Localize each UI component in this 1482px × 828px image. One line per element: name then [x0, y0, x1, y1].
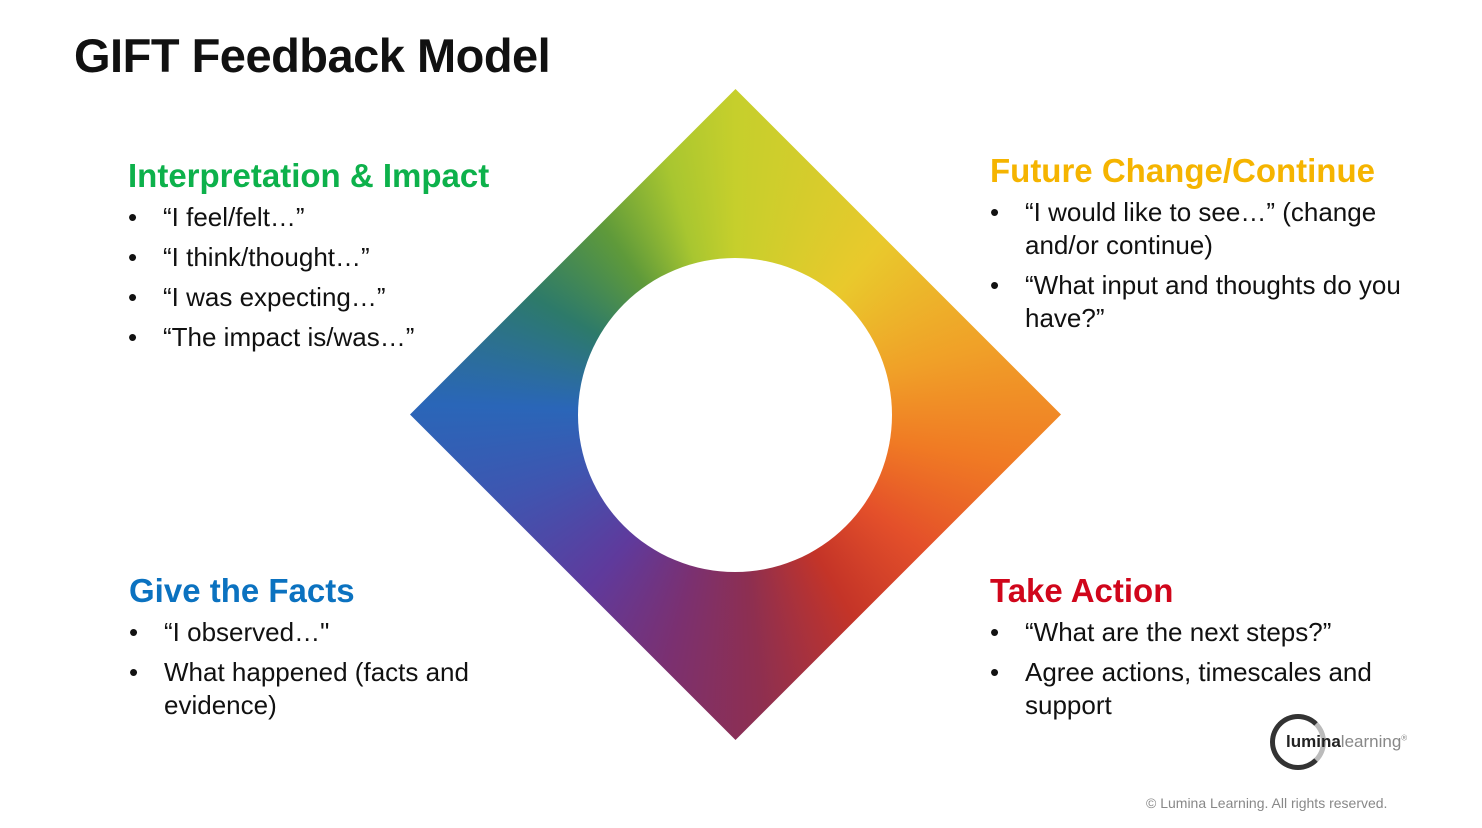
- list-item: What happened (facts and evidence): [129, 656, 509, 722]
- list-item: Agree actions, timescales and support: [990, 656, 1410, 722]
- diamond-center-circle: [578, 258, 892, 572]
- logo-ring-icon: [1270, 714, 1326, 770]
- section-action: Take Action “What are the next steps?” A…: [990, 572, 1410, 729]
- list-item: “The impact is/was…”: [128, 321, 508, 354]
- section-facts: Give the Facts “I observed…" What happen…: [129, 572, 509, 729]
- slide-title: GIFT Feedback Model: [74, 29, 551, 82]
- copyright-text: © Lumina Learning. All rights reserved.: [1146, 795, 1388, 811]
- section-heading: Give the Facts: [129, 572, 355, 609]
- section-heading: Interpretation & Impact: [128, 157, 490, 194]
- section-heading: Take Action: [990, 572, 1174, 609]
- logo-text-light: learning: [1340, 732, 1402, 751]
- logo-text-bold: lumina: [1286, 732, 1341, 751]
- section-heading: Future Change/Continue: [990, 152, 1375, 189]
- list-item: “I observed…": [129, 616, 509, 649]
- lumina-learning-logo: luminalearning®: [1268, 712, 1413, 774]
- list-item: “What input and thoughts do you have?”: [990, 269, 1410, 335]
- section-interpretation: Interpretation & Impact “I feel/felt…” “…: [128, 157, 508, 361]
- list-item: “I think/thought…”: [128, 241, 508, 274]
- list-item: “I would like to see…” (change and/or co…: [990, 196, 1410, 262]
- section-future: Future Change/Continue “I would like to …: [990, 152, 1410, 342]
- list-item: “I was expecting…”: [128, 281, 508, 314]
- logo-registered-mark: ®: [1401, 733, 1408, 743]
- list-item: “I feel/felt…”: [128, 201, 508, 234]
- list-item: “What are the next steps?”: [990, 616, 1410, 649]
